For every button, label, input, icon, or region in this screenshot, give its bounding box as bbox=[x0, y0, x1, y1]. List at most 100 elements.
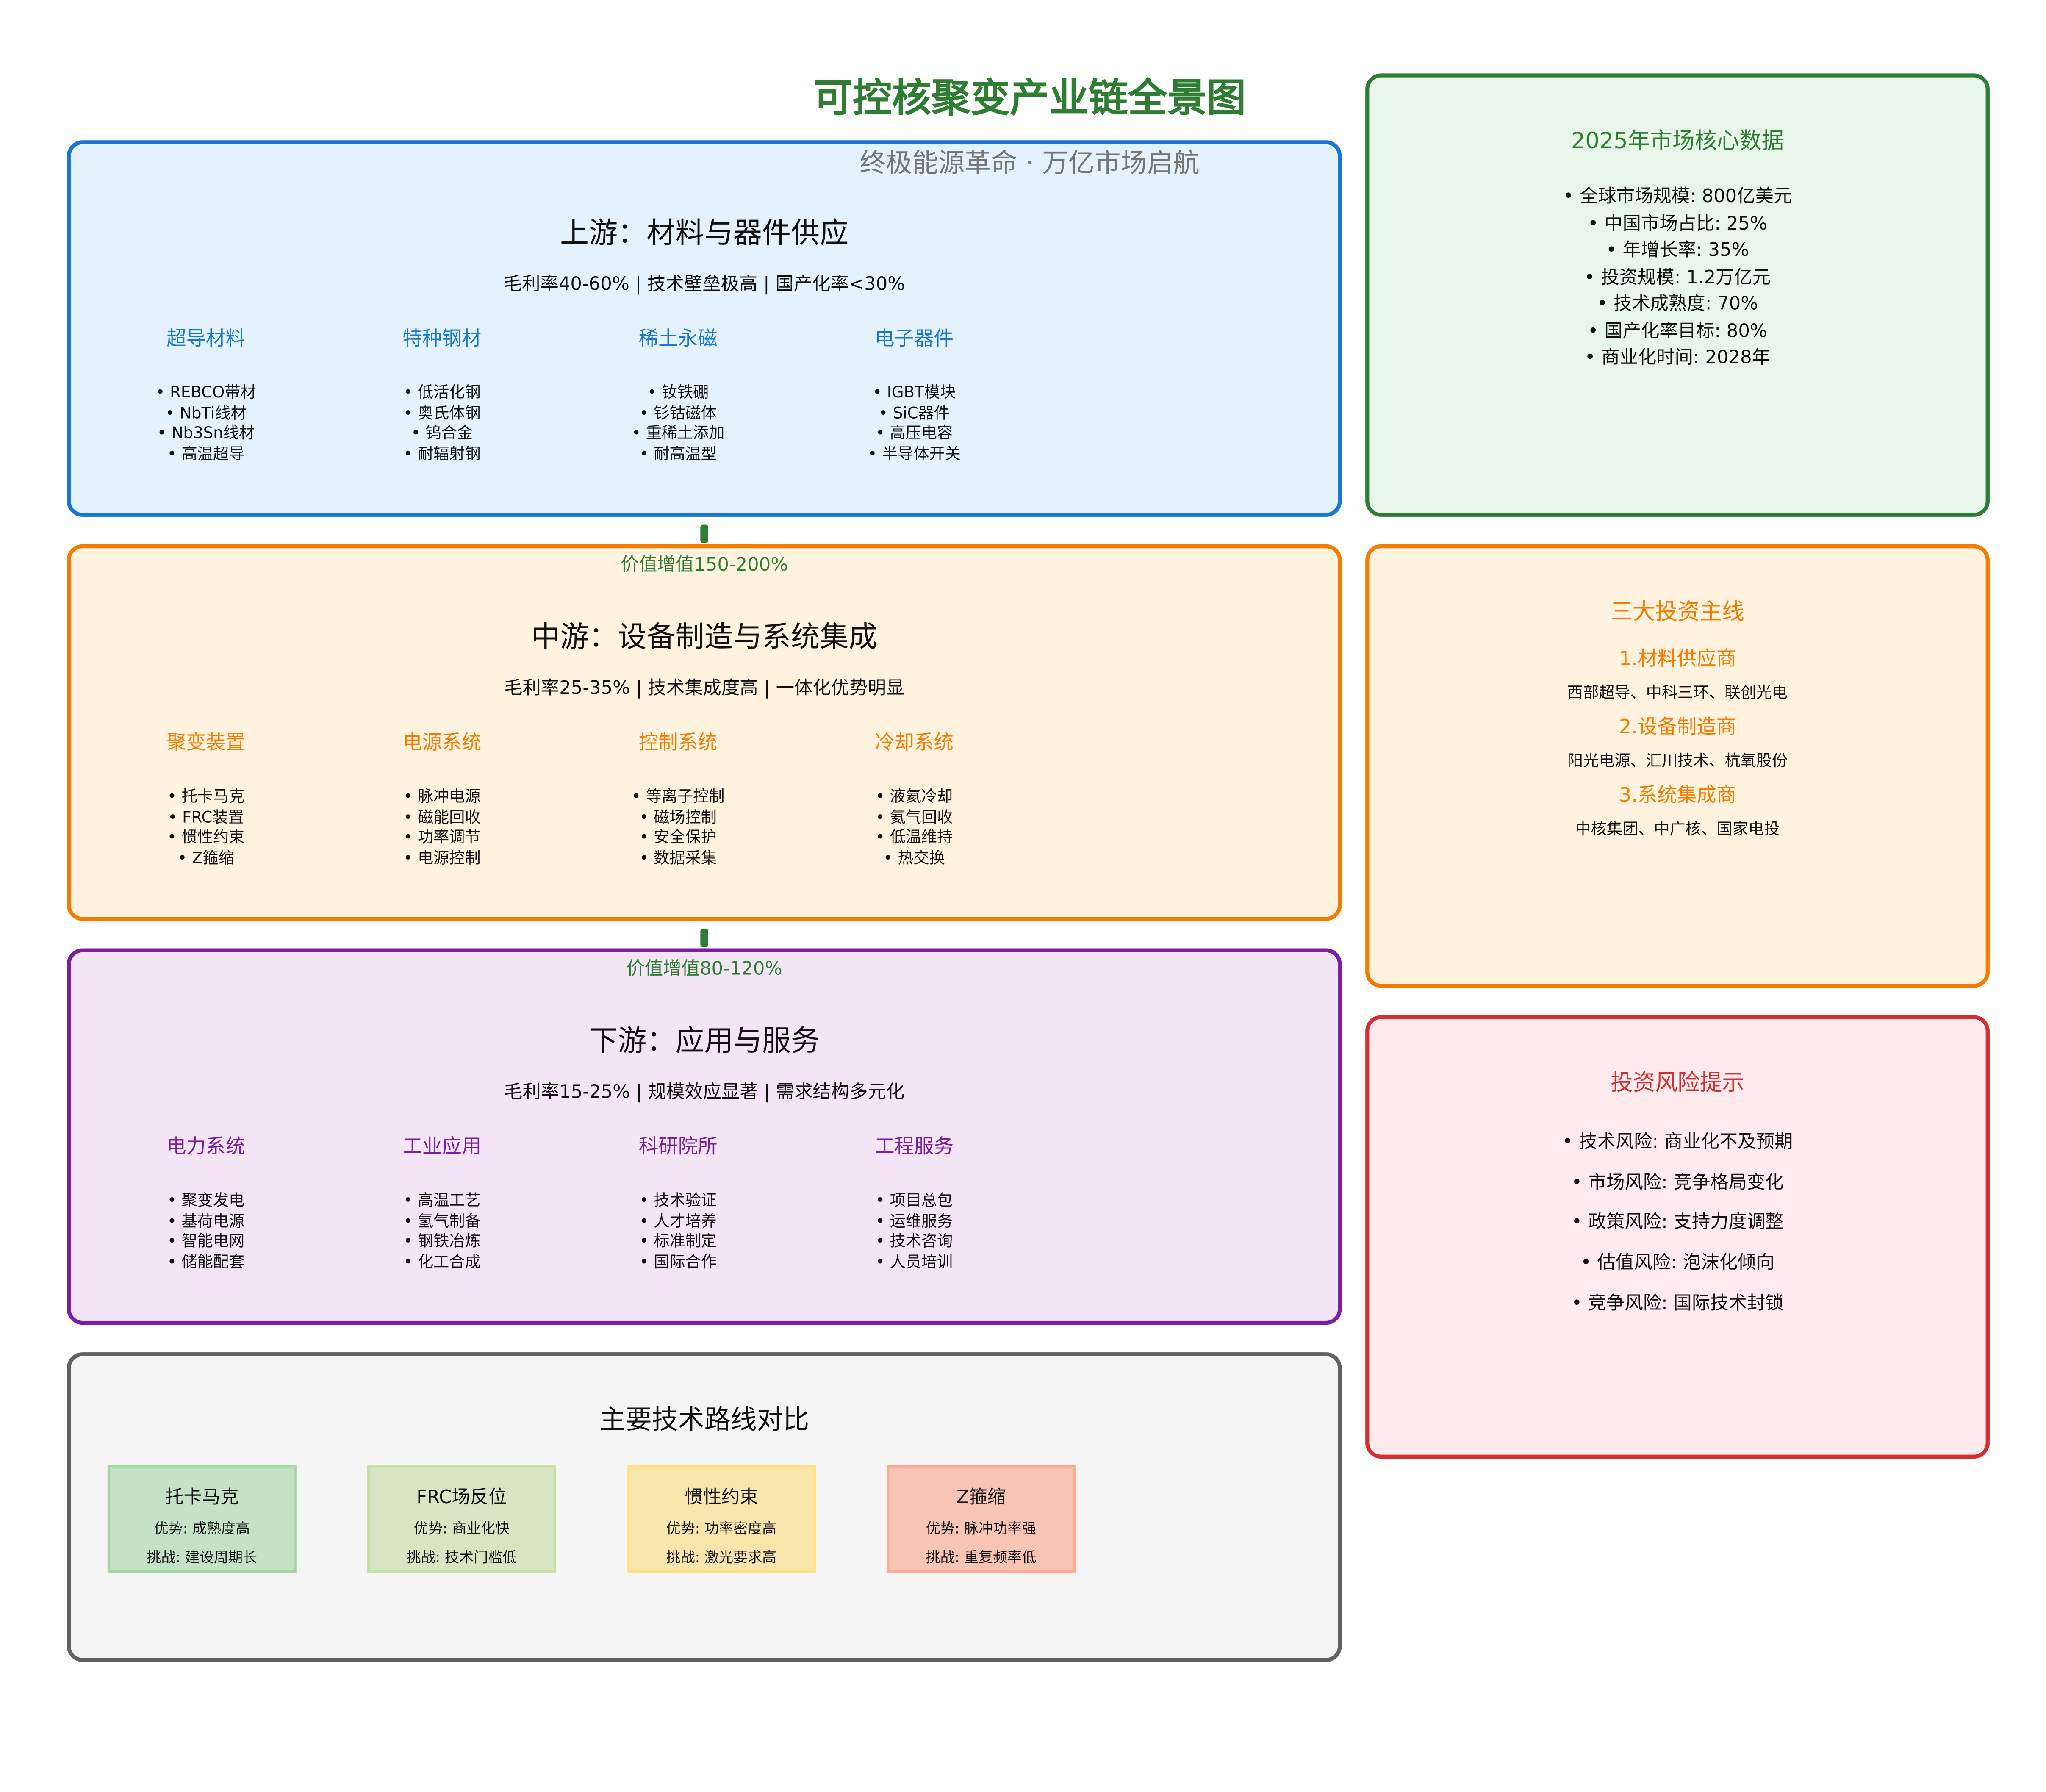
upstream-summary: 毛利率40-60% | 技术壁垒极高 | 国产化率<30% bbox=[503, 274, 905, 295]
category-item: • 钢铁冶炼 bbox=[403, 1232, 481, 1250]
category-item: • 人员培训 bbox=[875, 1252, 953, 1270]
market-data-panel: 2025年市场核心数据 • 全球市场规模: 800亿美元• 中国市场占比: 25… bbox=[1365, 73, 1990, 517]
tech-route-name: 惯性约束 bbox=[685, 1487, 758, 1509]
category-item: • 项目总包 bbox=[875, 1191, 953, 1209]
category-item: • 智能电网 bbox=[167, 1232, 245, 1250]
category-header: 稀土永磁 bbox=[638, 326, 718, 350]
tech-route-name: 托卡马克 bbox=[165, 1487, 239, 1509]
category-column: 特种钢材 • 低活化钢• 奥氏体钢 • 钨合金 • 耐辐射钢 bbox=[337, 324, 547, 464]
tech-route-advantage: 优势: 商业化快 bbox=[413, 1520, 510, 1537]
category-item: • 热交换 bbox=[883, 848, 945, 867]
category-item: • 磁能回收 bbox=[403, 807, 481, 826]
category-item: • 氦气回收 bbox=[875, 807, 953, 826]
risk-item: • 市场风险: 竞争格局变化 bbox=[1571, 1172, 1784, 1193]
category-item: • IGBT模块 bbox=[873, 383, 956, 402]
category-item: • 耐高温型 bbox=[639, 444, 717, 463]
category-column: 电子器件• IGBT模块• SiC器件• 高压电容• 半导体开关 bbox=[809, 324, 1019, 464]
category-item: • 托卡马克 bbox=[167, 787, 245, 806]
midstream-section: 中游：设备制造与系统集成 毛利率25-35% | 技术集成度高 | 一体化优势明… bbox=[67, 544, 1342, 921]
tech-route-advantage: 优势: 功率密度高 bbox=[666, 1520, 777, 1537]
category-item: • 重稀土添加 bbox=[631, 424, 725, 442]
risk-item: • 技术风险: 商业化不及预期 bbox=[1562, 1132, 1793, 1153]
category-item: • 钨合金 bbox=[411, 424, 473, 442]
category-header: 超导材料 bbox=[166, 326, 245, 350]
tech-route-advantage: 优势: 成熟度高 bbox=[154, 1520, 250, 1537]
investment-line-companies: 西部超导、中科三环、联创光电 bbox=[1567, 683, 1788, 702]
category-item: • 高温超导 bbox=[167, 444, 245, 463]
category-item: • 半导体开关 bbox=[868, 444, 961, 463]
category-item: • 技术验证 bbox=[639, 1191, 717, 1209]
category-header: 控制系统 bbox=[638, 730, 718, 755]
category-column: 工程服务• 项目总包• 运维服务• 技术咨询• 人员培训 bbox=[809, 1132, 1019, 1272]
page-subtitle: 终极能源革命 · 万亿市场启航 bbox=[859, 147, 1200, 179]
category-column: 聚变装置• 托卡马克• FRC装置• 惯性约束• Z箍缩 bbox=[101, 728, 311, 868]
market-stat: • 技术成熟度: 70% bbox=[1597, 294, 1758, 315]
investment-line-companies: 中核集团、中广核、国家电投 bbox=[1575, 820, 1780, 838]
category-item: • Nb3Sn线材 bbox=[157, 424, 255, 442]
midstream-summary: 毛利率25-35% | 技术集成度高 | 一体化优势明显 bbox=[504, 678, 905, 699]
tech-route-card: 托卡马克优势: 成熟度高挑战: 建设周期长 bbox=[107, 1465, 297, 1573]
category-item: • 运维服务 bbox=[875, 1211, 953, 1230]
upstream-title: 上游：材料与器件供应 bbox=[560, 217, 849, 251]
market-stat: • 中国市场占比: 25% bbox=[1587, 213, 1768, 234]
tech-route-name: Z箍缩 bbox=[956, 1487, 1006, 1509]
tech-route-name: FRC场反位 bbox=[416, 1487, 507, 1509]
category-header: 科研院所 bbox=[638, 1135, 718, 1158]
category-header: 电力系统 bbox=[166, 1135, 245, 1158]
category-item: • 液氦冷却 bbox=[875, 787, 953, 806]
category-column: 电力系统• 聚变发电• 基荷电源• 智能电网• 储能配套 bbox=[101, 1132, 311, 1272]
invest-title: 三大投资主线 bbox=[1611, 599, 1744, 626]
category-item: • Z箍缩 bbox=[177, 848, 234, 867]
category-item: • 化工合成 bbox=[403, 1252, 481, 1270]
category-item: • 储能配套 bbox=[167, 1252, 245, 1270]
category-item: • 人才培养 bbox=[639, 1211, 717, 1230]
category-item: • 数据采集 bbox=[639, 848, 717, 867]
connector-mid-down bbox=[700, 929, 708, 947]
category-header: 工业应用 bbox=[402, 1135, 482, 1158]
category-item: • 技术咨询 bbox=[875, 1232, 953, 1250]
category-header: 特种钢材 bbox=[402, 326, 482, 350]
midstream-title: 中游：设备制造与系统集成 bbox=[531, 621, 878, 655]
category-column: 超导材料 • REBCO带材• NbTi线材 • Nb3Sn线材 • 高温超导 bbox=[101, 324, 311, 464]
category-item: • SiC器件 bbox=[879, 403, 950, 422]
investment-line-name: 1.材料供应商 bbox=[1619, 646, 1736, 671]
market-stat: • 投资规模: 1.2万亿元 bbox=[1584, 267, 1771, 288]
category-column: 电源系统• 脉冲电源• 磁能回收• 功率调节• 电源控制 bbox=[337, 728, 547, 868]
upstream-section: 上游：材料与器件供应 毛利率40-60% | 技术壁垒极高 | 国产化率<30%… bbox=[67, 140, 1342, 517]
category-header: 电源系统 bbox=[402, 730, 482, 755]
category-item: • 氢气制备 bbox=[403, 1211, 481, 1230]
category-item: • REBCO带材 bbox=[155, 383, 256, 402]
category-item: • 钕铁硼 bbox=[647, 383, 709, 402]
category-item: • 低温维持 bbox=[875, 827, 953, 846]
value-add-label: 价值增值150-200% bbox=[620, 555, 788, 576]
market-title: 2025年市场核心数据 bbox=[1571, 128, 1784, 155]
category-item: • 电源控制 bbox=[403, 848, 481, 867]
category-header: 聚变装置 bbox=[166, 730, 245, 755]
tech-route-challenge: 挑战: 建设周期长 bbox=[147, 1549, 258, 1566]
category-item: • 耐辐射钢 bbox=[403, 444, 481, 463]
category-item: • 奥氏体钢 bbox=[403, 403, 481, 422]
category-header: 冷却系统 bbox=[875, 730, 954, 755]
category-item: • 高温工艺 bbox=[403, 1191, 481, 1209]
tech-route-card: 惯性约束优势: 功率密度高挑战: 激光要求高 bbox=[627, 1465, 816, 1573]
category-item: • NbTi线材 bbox=[165, 403, 247, 422]
investment-line-companies: 阳光电源、汇川技术、杭氧股份 bbox=[1567, 752, 1788, 770]
risk-title: 投资风险提示 bbox=[1611, 1070, 1744, 1097]
tech-route-advantage: 优势: 脉冲功率强 bbox=[926, 1520, 1037, 1537]
risk-item: • 估值风险: 泡沫化倾向 bbox=[1580, 1253, 1774, 1274]
category-column: 稀土永磁 • 钕铁硼• 钐钴磁体 • 重稀土添加 • 耐高温型 bbox=[573, 324, 783, 464]
category-header: 电子器件 bbox=[875, 326, 954, 350]
category-item: • 标准制定 bbox=[639, 1232, 717, 1250]
risk-item: • 竞争风险: 国际技术封锁 bbox=[1571, 1293, 1784, 1314]
market-stat: • 国产化率目标: 80% bbox=[1587, 321, 1768, 342]
category-column: 工业应用 • 高温工艺 • 氢气制备 • 钢铁冶炼 • 化工合成 bbox=[337, 1132, 547, 1272]
category-item: • 钐钴磁体 bbox=[639, 403, 717, 422]
value-add-label-2: 价值增值80-120% bbox=[626, 959, 782, 980]
category-item: • 脉冲电源 bbox=[403, 787, 481, 806]
category-item: • 磁场控制 bbox=[639, 807, 717, 826]
investment-line-name: 2.设备制造商 bbox=[1619, 715, 1736, 739]
category-item: • 低活化钢 bbox=[403, 383, 481, 402]
tech-route-challenge: 挑战: 重复频率低 bbox=[926, 1549, 1037, 1566]
tech-route-challenge: 挑战: 技术门槛低 bbox=[406, 1549, 517, 1566]
